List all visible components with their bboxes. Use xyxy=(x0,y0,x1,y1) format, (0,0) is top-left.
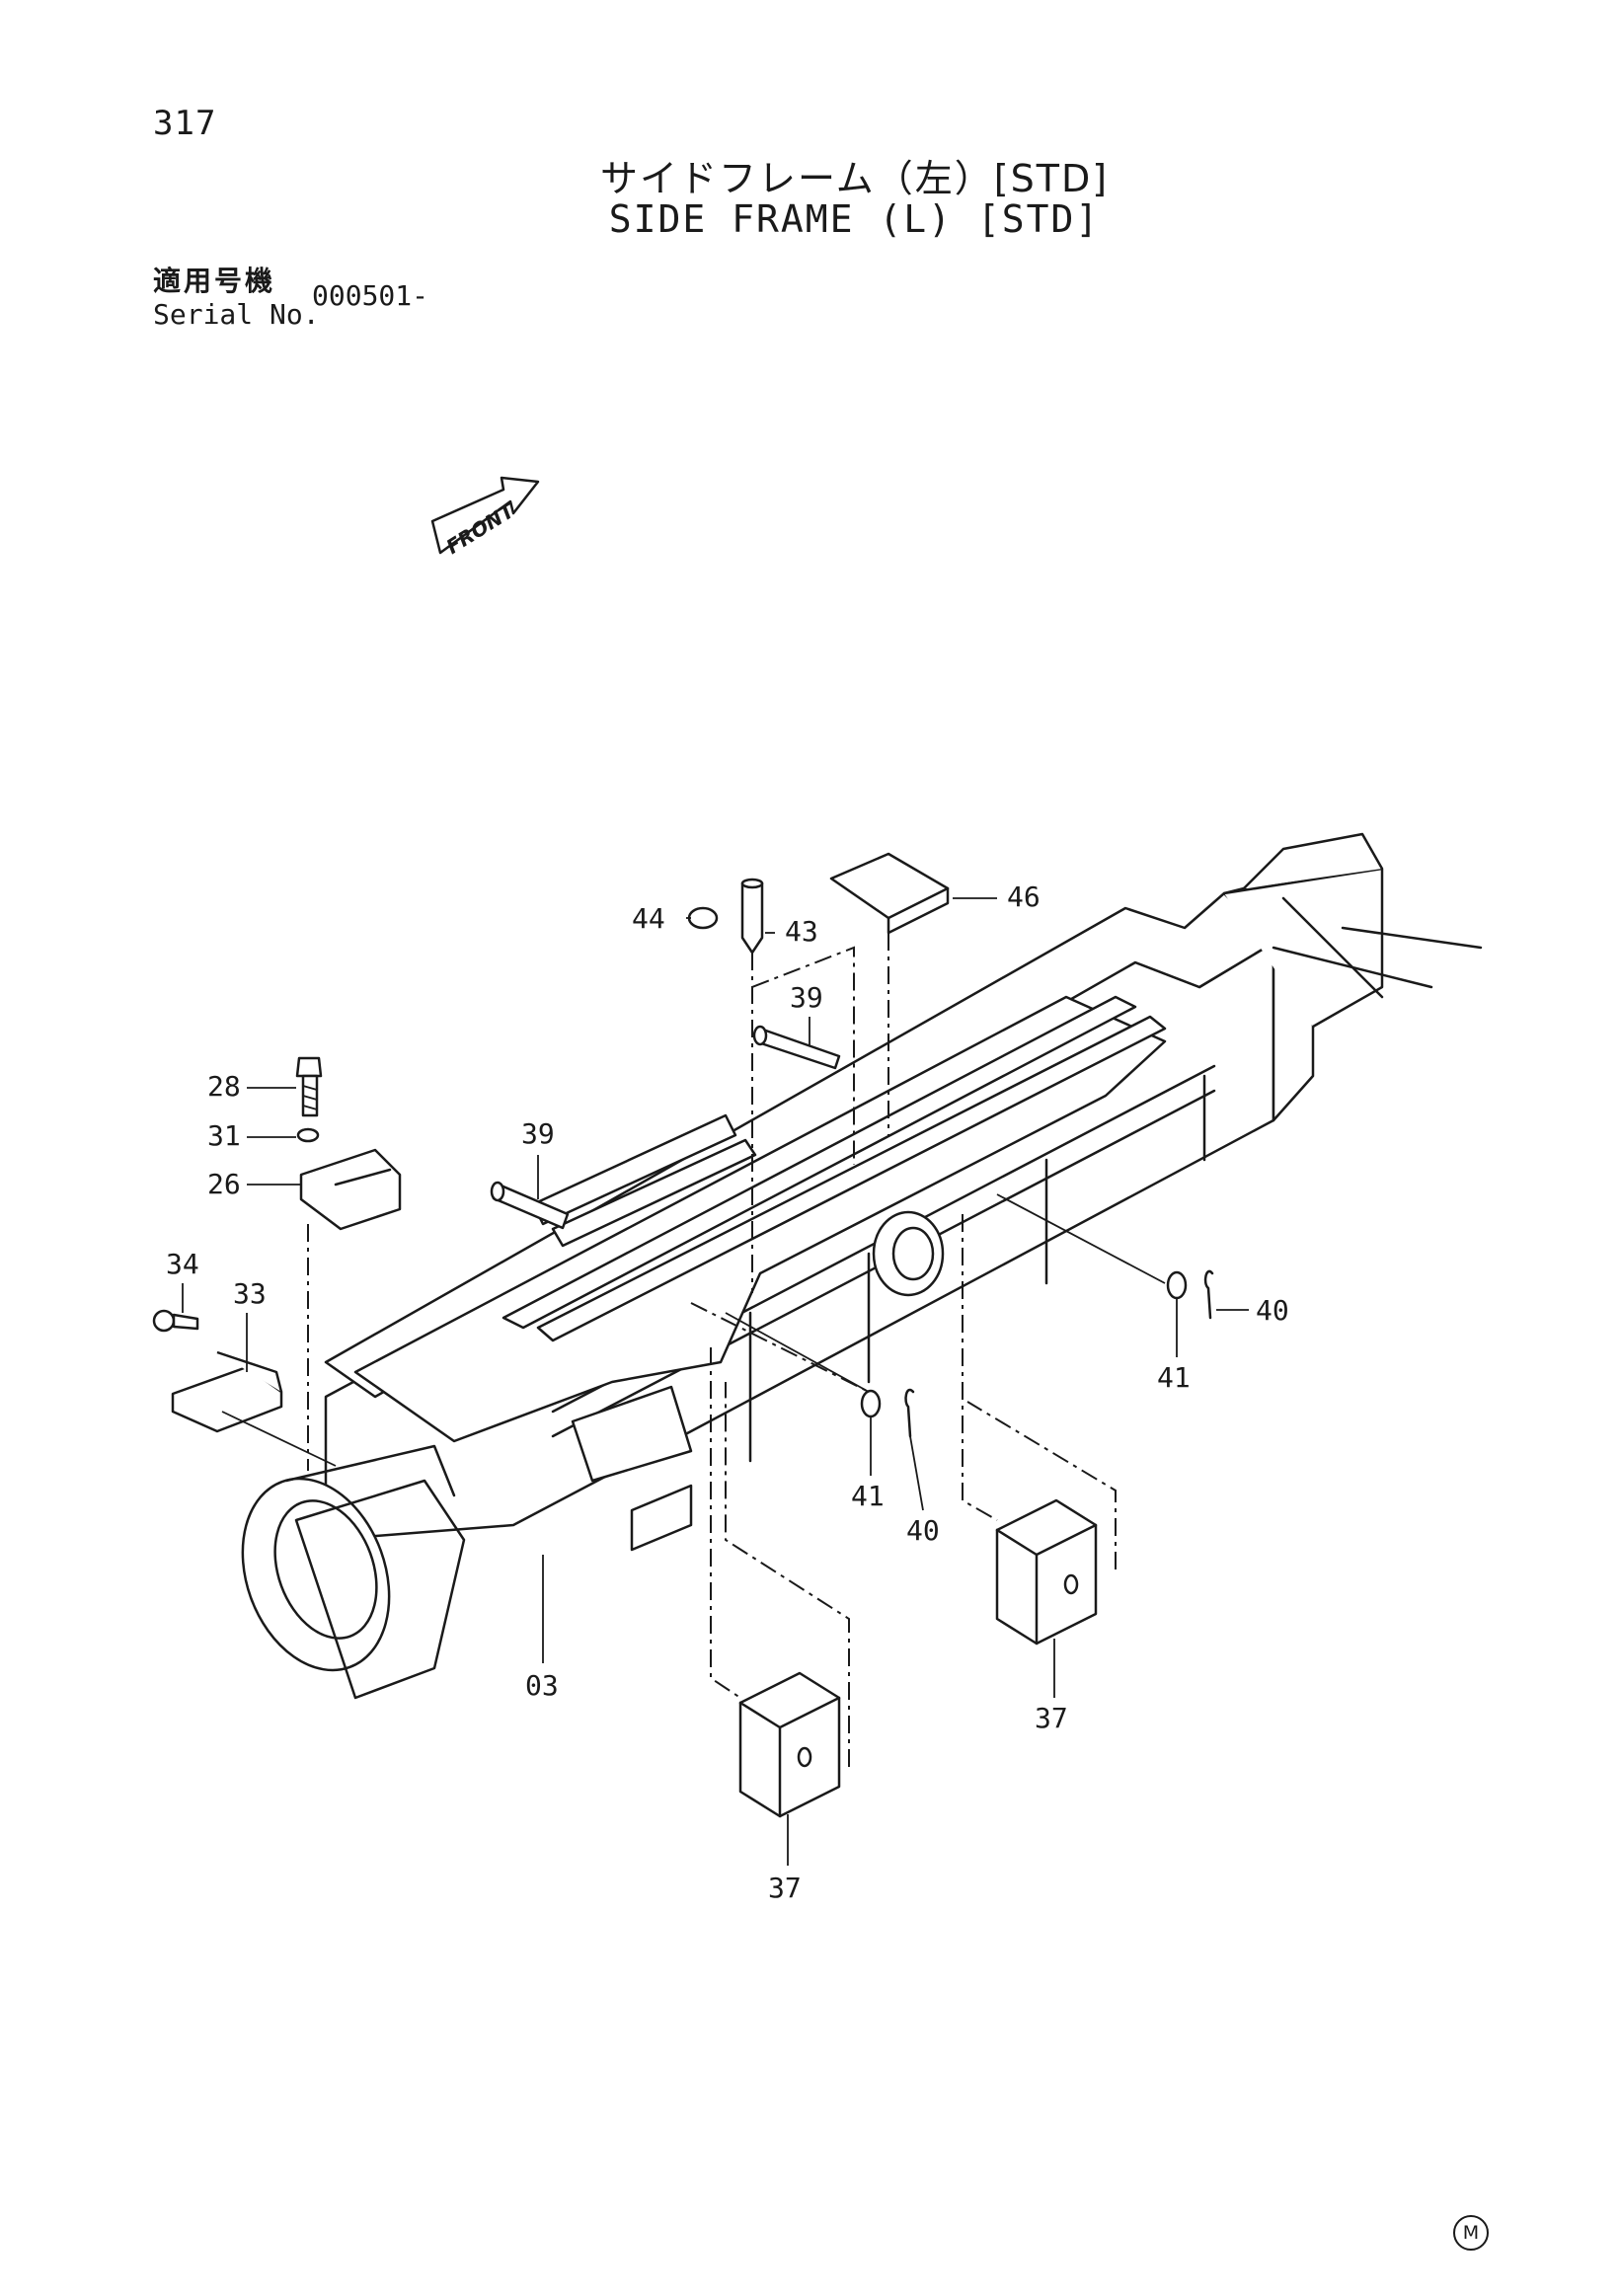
assembly-lines xyxy=(307,933,1117,1767)
callout-40-right: 40 xyxy=(1256,1294,1289,1327)
page-title-japanese: サイドフレーム（左）[STD] xyxy=(599,157,1110,200)
part-37-block-right xyxy=(995,1498,1098,1645)
part-39-pin-upper xyxy=(752,1025,841,1070)
part-46-plate xyxy=(829,852,950,935)
front-arrow-icon: FRONT xyxy=(430,476,540,559)
part-40-cotter-pin-left xyxy=(904,1388,915,1438)
footer-circled-mark: M xyxy=(1453,2215,1489,2251)
part-41-washer-left xyxy=(860,1389,882,1418)
callout-33: 33 xyxy=(233,1277,267,1310)
serial-label-japanese: 適用号機 xyxy=(153,265,276,297)
part-31-washer xyxy=(296,1127,320,1143)
callout-26: 26 xyxy=(207,1168,241,1200)
side-frame-body xyxy=(241,832,1483,1700)
part-28-bolt xyxy=(295,1056,323,1117)
serial-label-english: Serial No. xyxy=(153,298,320,331)
leader-lines xyxy=(182,897,1249,1866)
callout-43: 43 xyxy=(785,915,818,948)
part-41-washer-right xyxy=(1166,1270,1188,1300)
callout-39-upper: 39 xyxy=(790,981,823,1014)
page-number: 317 xyxy=(153,104,217,143)
callout-41-left: 41 xyxy=(851,1480,885,1512)
callout-03: 03 xyxy=(525,1669,559,1702)
part-44-snap-ring xyxy=(687,906,719,930)
serial-number-value: 000501- xyxy=(312,279,429,312)
part-26-bracket xyxy=(299,1148,402,1231)
part-43-pin xyxy=(740,878,764,955)
callout-31: 31 xyxy=(207,1119,241,1152)
part-37-block-left xyxy=(738,1671,841,1818)
callout-37-left: 37 xyxy=(768,1872,802,1904)
callout-34: 34 xyxy=(166,1248,199,1280)
callout-28: 28 xyxy=(207,1070,241,1103)
callout-41-right: 41 xyxy=(1157,1361,1191,1394)
part-34-bolt xyxy=(152,1309,199,1333)
callout-44: 44 xyxy=(632,902,665,935)
part-40-cotter-pin-right xyxy=(1203,1269,1214,1320)
callout-46: 46 xyxy=(1007,880,1041,913)
part-33-bracket xyxy=(171,1350,283,1433)
page-title-english: SIDE FRAME (L) [STD] xyxy=(608,197,1101,241)
callout-40-left: 40 xyxy=(906,1514,940,1547)
callout-39-lower: 39 xyxy=(521,1117,555,1150)
callout-37-right: 37 xyxy=(1035,1702,1068,1734)
part-39-pin-lower xyxy=(490,1181,570,1230)
